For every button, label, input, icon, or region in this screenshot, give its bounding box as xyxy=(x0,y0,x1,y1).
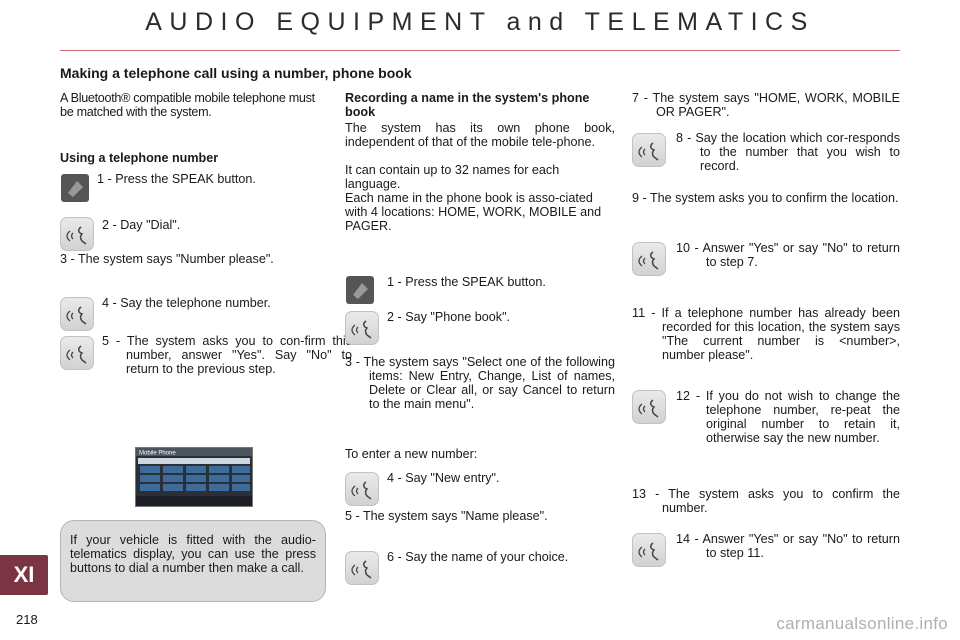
c2-step-4: 4 - Say "New entry". xyxy=(387,471,500,485)
c3-step-12: 12 - If you do not wish to change the te… xyxy=(676,389,900,445)
page-number: 218 xyxy=(16,612,38,627)
c2-step-5: 5 - The system says "Name please". xyxy=(345,509,548,523)
voice-command-icon xyxy=(345,472,379,506)
phonebook-para-1: The system has its own phone book, indep… xyxy=(345,121,615,149)
c2-step-3: 3 - The system says "Select one of the f… xyxy=(345,355,615,411)
chapter-label: XI xyxy=(13,562,35,587)
phone-display-screenshot: Mobile Phone xyxy=(135,447,253,507)
c3-step-11: 11 - If a telephone number has already b… xyxy=(632,306,900,362)
c2-step-2: 2 - Say "Phone book". xyxy=(387,310,511,324)
c2-step-6: 6 - Say the name of your choice. xyxy=(387,550,569,564)
section-title: Making a telephone call using a number, … xyxy=(60,65,412,81)
c3-step-13: 13 - The system asks you to confirm the … xyxy=(632,487,900,515)
c3-step-9: 9 - The system asks you to confirm the l… xyxy=(632,191,899,205)
new-number-heading: To enter a new number: xyxy=(345,447,478,461)
c1-step-4: 4 - Say the telephone number. xyxy=(102,296,271,310)
voice-command-icon xyxy=(345,311,379,345)
chapter-tab: XI xyxy=(0,555,48,595)
c1-step-5: 5 - The system asks you to con-firm this… xyxy=(102,334,352,376)
page-title: AUDIO EQUIPMENT and TELEMATICS xyxy=(145,8,815,36)
screen-title: Mobile Phone xyxy=(139,451,176,457)
voice-command-icon xyxy=(632,133,666,167)
phonebook-para-3: Each name in the phone book is asso-ciat… xyxy=(345,191,602,233)
watermark: carmanualsonline.info xyxy=(776,614,948,633)
voice-command-icon xyxy=(632,390,666,424)
voice-command-icon xyxy=(60,217,94,251)
voice-command-icon xyxy=(60,297,94,331)
phonebook-heading: Recording a name in the system's phone b… xyxy=(345,91,590,119)
phonebook-para-2: It can contain up to 32 names for each l… xyxy=(345,163,560,191)
voice-command-icon xyxy=(345,551,379,585)
c1-step-2: 2 - Day "Dial". xyxy=(102,218,181,232)
speak-button-icon xyxy=(60,173,90,203)
c3-step-7: 7 - The system says "HOME, WORK, MOBILE … xyxy=(632,91,900,119)
c2-step-1: 1 - Press the SPEAK button. xyxy=(387,275,546,289)
voice-command-icon xyxy=(60,336,94,370)
note-text: If your vehicle is fitted with the audio… xyxy=(70,533,316,575)
subheading-using-number: Using a telephone number xyxy=(60,151,219,165)
title-rule xyxy=(60,50,900,51)
c3-step-14: 14 - Answer "Yes" or say "No" to return … xyxy=(676,532,900,560)
c3-step-8: 8 - Say the location which cor-responds … xyxy=(676,131,900,173)
c1-step-3: 3 - The system says "Number please". xyxy=(60,252,274,266)
info-note-box: If your vehicle is fitted with the audio… xyxy=(60,520,326,602)
c1-step-1: 1 - Press the SPEAK button. xyxy=(97,172,256,186)
c3-step-10: 10 - Answer "Yes" or say "No" to return … xyxy=(676,241,900,269)
speak-button-icon xyxy=(345,275,375,305)
intro-text: A Bluetooth® compatible mobile telephone… xyxy=(60,91,315,119)
voice-command-icon xyxy=(632,533,666,567)
voice-command-icon xyxy=(632,242,666,276)
